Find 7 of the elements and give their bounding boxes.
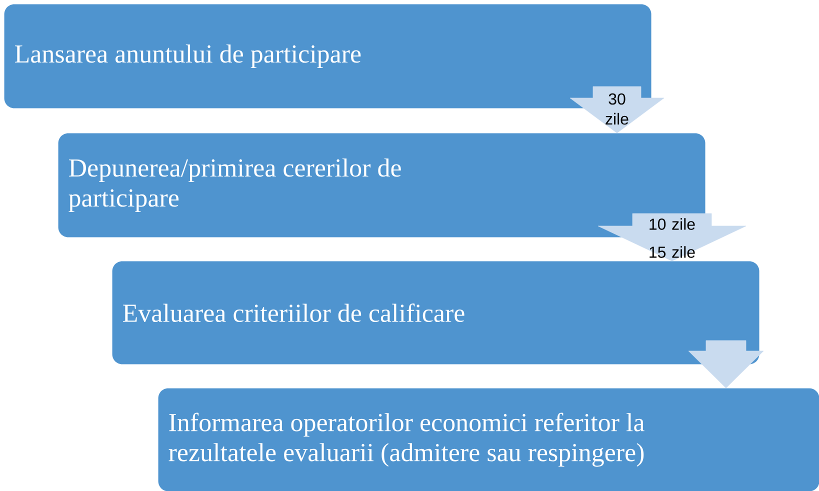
block-arrow [570,86,664,134]
block-arrow [688,340,764,388]
process-box: Informarea operatorilor economici referitor la rezultatele evaluarii (admitere sau respingere) [158,388,819,491]
edge-label: 10 zile [650,218,695,230]
process-box: Evaluarea criteriilor de calificare [112,261,760,364]
duration-label: 15 zile [650,246,695,258]
block-arrow [598,213,746,262]
